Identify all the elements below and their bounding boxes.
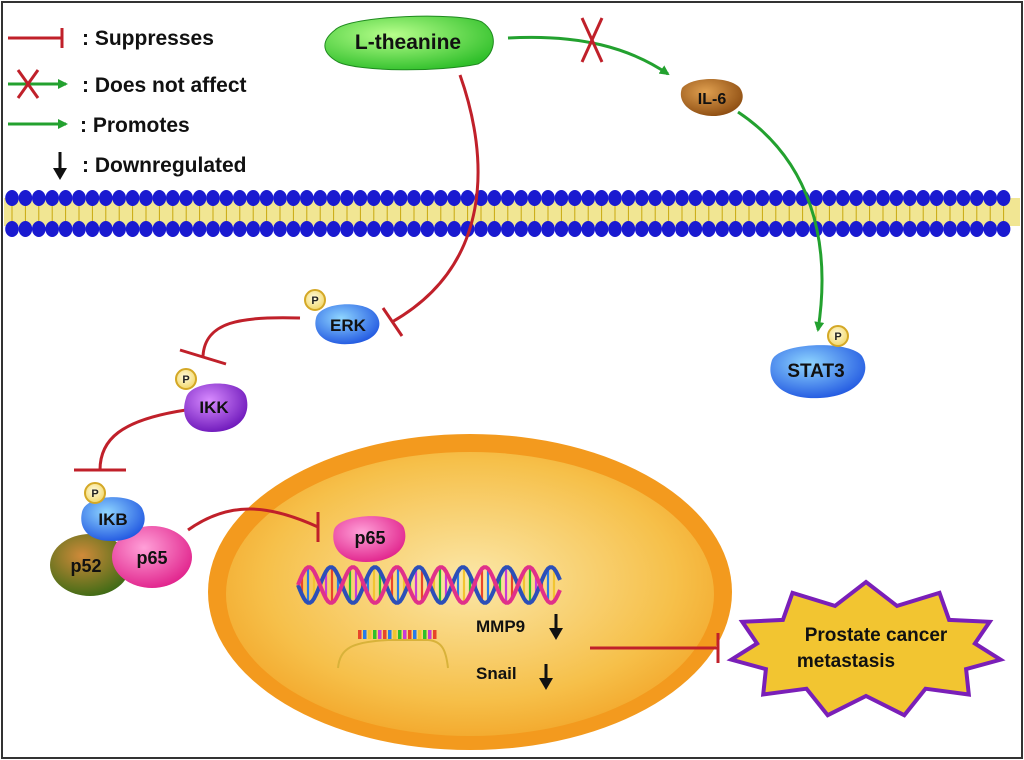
node-p65: p65	[112, 526, 192, 588]
svg-text:P: P	[91, 488, 98, 500]
p52-label: p52	[70, 556, 101, 576]
node-ikb: IKB	[81, 497, 145, 542]
mrna-strand	[337, 630, 449, 669]
node-l-theanine: L-theanine	[324, 15, 494, 71]
nuclear-p65-label: p65	[354, 528, 385, 548]
phospho-erk-icon: P	[304, 289, 326, 311]
legend-suppresses-label: : Suppresses	[82, 27, 214, 50]
inhibit-theanine-to-erk	[391, 74, 480, 324]
arrow-theanine-to-il6	[507, 35, 670, 76]
node-nuclear-p65: p65	[333, 516, 406, 562]
outcome-line1: Prostate cancer	[805, 625, 948, 646]
l-theanine-label: L-theanine	[355, 31, 461, 54]
mmp9-label: MMP9	[476, 617, 525, 636]
snail-label: Snail	[476, 664, 517, 683]
legend-promotes-label: : Promotes	[80, 114, 190, 137]
stat3-label: STAT3	[787, 361, 844, 382]
inhibit-p65-to-nucleus	[187, 507, 319, 532]
phospho-ikk-icon: P	[175, 368, 197, 390]
inhibit-ikk-to-ikb	[98, 408, 187, 471]
node-ikk: IKK	[184, 383, 248, 432]
outcome-line2: metastasis	[797, 651, 895, 672]
mmp9-downregulated-icon	[549, 614, 563, 640]
p65-label: p65	[136, 548, 167, 568]
outcome-metastasis: Prostate cancer metastasis	[726, 579, 1006, 718]
ikb-label: IKB	[98, 510, 127, 529]
phospho-ikb-icon: P	[84, 482, 106, 504]
legend-suppresses-symbol	[8, 28, 64, 48]
legend-does-not-affect-label: : Does not affect	[82, 74, 247, 97]
legend-downregulated-symbol	[53, 152, 67, 180]
arrow-il6-to-stat3	[737, 110, 825, 332]
dna-helix	[296, 565, 562, 605]
snail-downregulated-icon	[539, 664, 553, 690]
legend-does-not-affect-symbol	[8, 69, 68, 99]
cell-membrane	[4, 190, 1020, 237]
il6-label: IL-6	[698, 91, 727, 108]
node-stat3: STAT3	[770, 345, 866, 399]
ikk-label: IKK	[199, 398, 229, 417]
svg-text:P: P	[182, 374, 189, 386]
svg-text:P: P	[311, 295, 318, 307]
node-erk: ERK	[315, 304, 380, 345]
inhibit-erk-to-ikk	[201, 316, 301, 357]
legend-downregulated-label: : Downregulated	[82, 154, 247, 177]
no-effect-cross	[580, 17, 604, 63]
svg-text:P: P	[834, 331, 841, 343]
erk-label: ERK	[330, 316, 367, 335]
node-p52: p52	[50, 534, 130, 596]
phospho-stat3-icon: P	[827, 325, 849, 347]
node-il6: IL-6	[680, 79, 743, 117]
legend: : Suppresses : Does not affect : Promote…	[8, 27, 247, 180]
inhibit-bar-ikk	[179, 348, 227, 366]
inhibit-bar-erk	[381, 307, 404, 337]
